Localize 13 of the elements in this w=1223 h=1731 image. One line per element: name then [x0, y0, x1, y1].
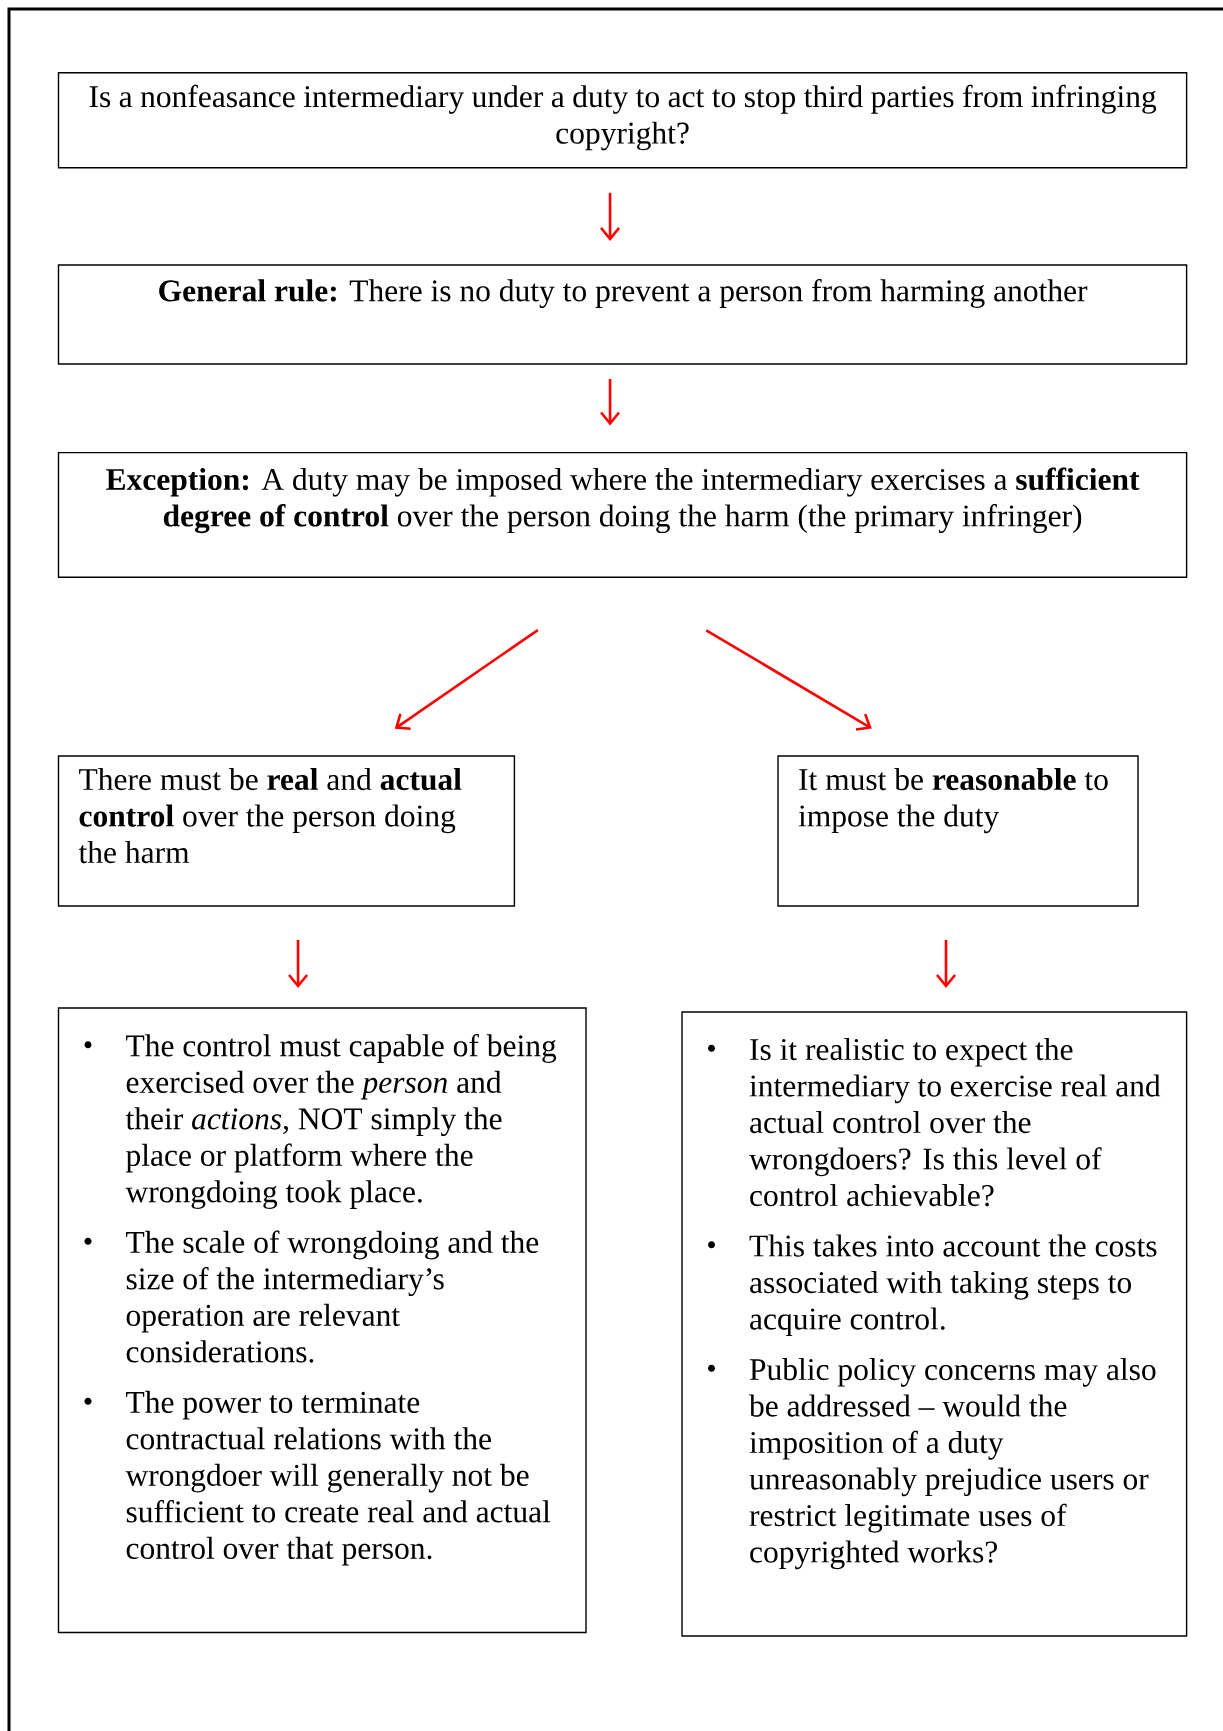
process-box: Is a nonfeasance intermediary under a duty to act to stop third parties from infringing copyright? — [57, 72, 1188, 169]
bullet-list-box: Is it realistic to expect the intermediary to exercise real and actual control over the wrongdoers? Is this level of control achievable? This takes into account the costs associated with taking steps to acquire control. Public policy concerns may also be addressed – would the imposition of a duty unreasonably prejudice users or restrict legitimate uses of copyrighted works? — [681, 1011, 1188, 1637]
process-box: There must be real and actual control over the person doing the harm — [57, 755, 516, 907]
arrow — [936, 940, 956, 988]
process-box: It must be reasonable to impose the duty — [777, 755, 1139, 907]
bullet-list-box: The control must capable of being exercised over the person and their actions, NOT simply the place or platform where the wrongdoing took place. The scale of wrongdoing and the size of the intermediary’s operation are relevant considerations. The power to terminate contractual relations with the wrongdoer will generally not be sufficient to create real and actual control over that person. — [57, 1007, 587, 1634]
arrow — [600, 192, 621, 241]
arrow — [394, 629, 539, 731]
process-box: Exception: A duty may be imposed where the intermediary exercises a sufficient degree of control over the person doing the harm (the primary infringer) — [57, 451, 1188, 578]
arrow — [705, 629, 872, 731]
arrow — [600, 379, 621, 426]
arrow — [288, 940, 309, 988]
process-box: General rule: There is no duty to prevent a person from harming another — [57, 264, 1188, 365]
